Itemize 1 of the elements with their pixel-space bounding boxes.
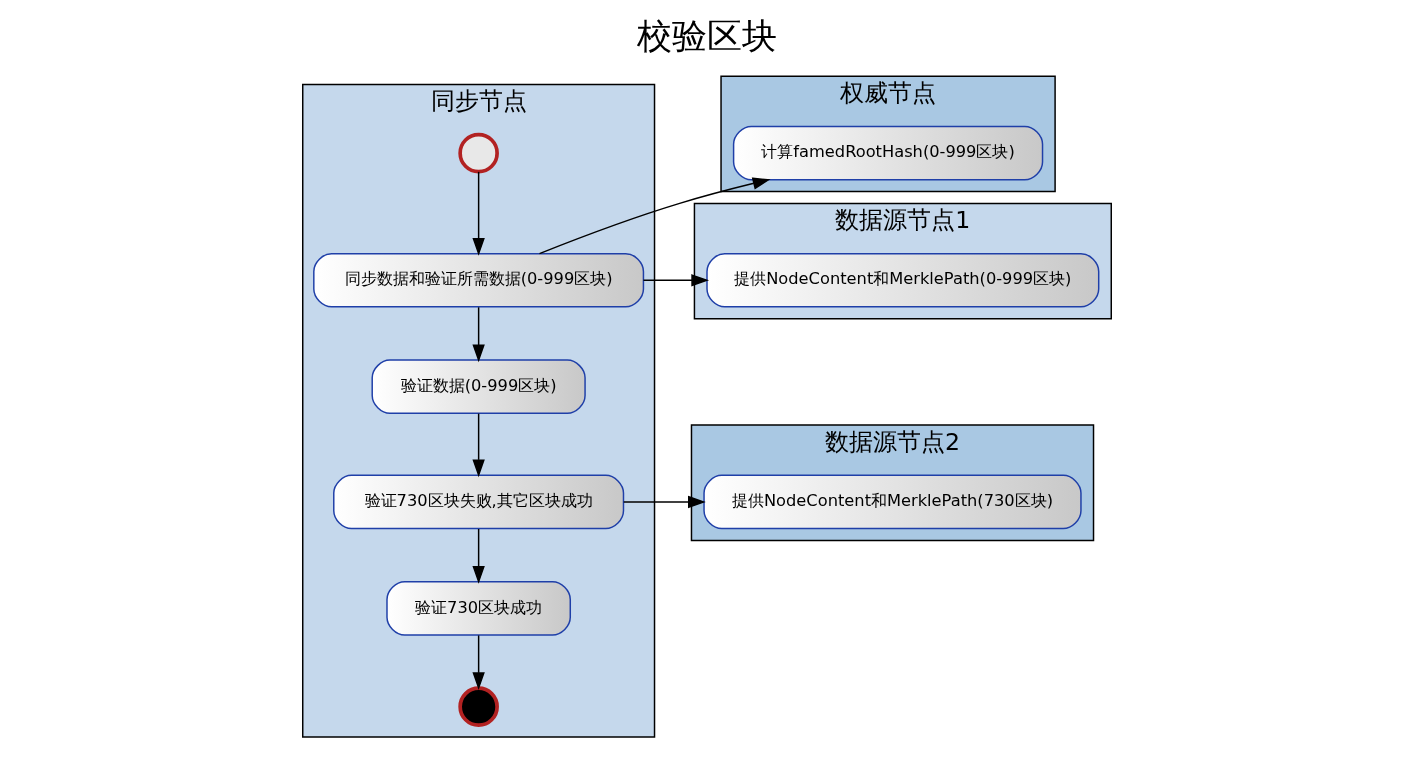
diagram-title: 校验区块: [636, 15, 777, 57]
